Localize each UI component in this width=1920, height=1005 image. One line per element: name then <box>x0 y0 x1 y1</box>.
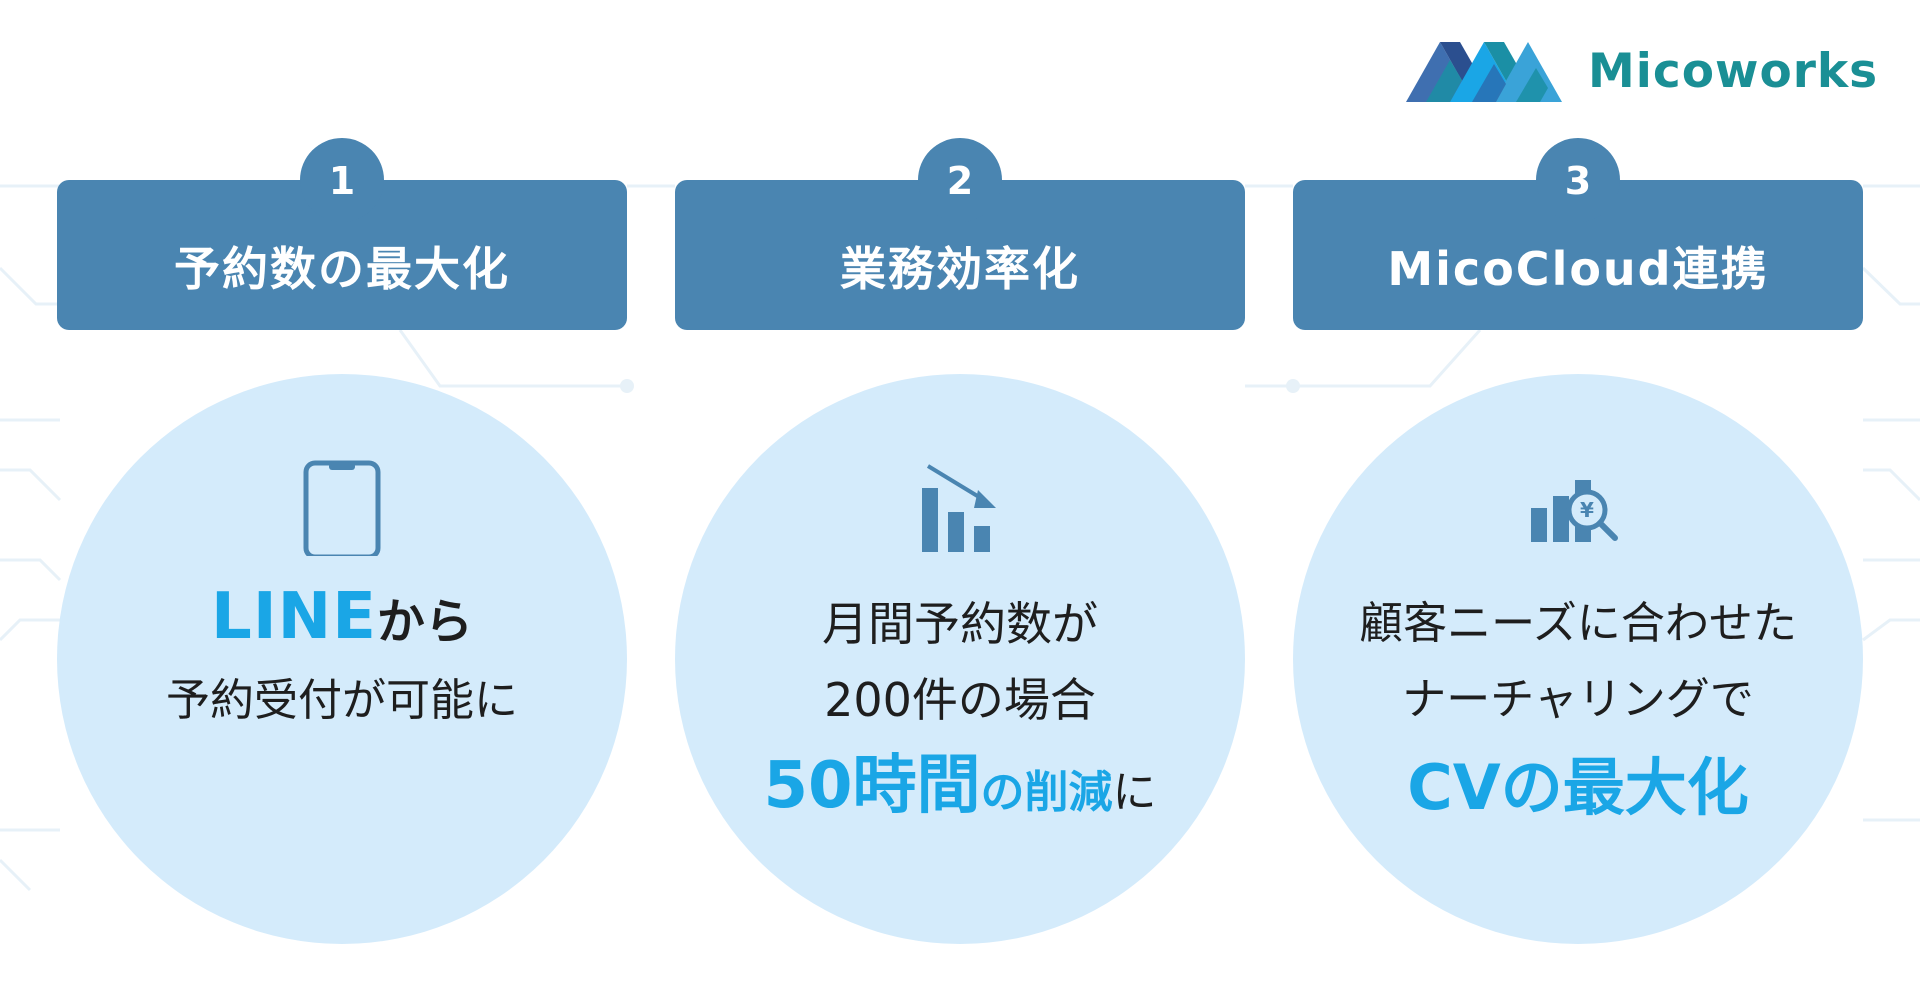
text-line: 顧客ニーズに合わせた <box>1359 598 1797 649</box>
feature-card-2: 業務効率化 2 月間予約数が 200件の場合 50時間の削減に <box>675 138 1245 948</box>
card-number-badge: 3 <box>1536 138 1620 222</box>
text-fragment: から <box>376 594 473 650</box>
text-line: 予約受付が可能に <box>166 675 518 726</box>
decreasing-bar-chart-icon <box>918 460 1002 556</box>
card-circle <box>1293 374 1863 944</box>
highlight-text: の削減 <box>980 767 1113 818</box>
micoworks-m-logo-icon <box>1406 42 1562 102</box>
card-number-badge: 1 <box>300 138 384 222</box>
card-number: 2 <box>946 159 974 203</box>
highlight-text: CVの最大化 <box>1407 751 1749 824</box>
card-header: 業務効率化 <box>675 180 1245 330</box>
card-text: 月間予約数が 200件の場合 50時間の削減に <box>675 586 1245 841</box>
card-text: LINEから 予約受付が可能に <box>57 578 627 741</box>
highlight-text: 50時間 <box>763 749 981 823</box>
text-line: ナーチャリングで <box>1402 674 1754 725</box>
smartphone-icon <box>303 460 381 556</box>
card-number-badge: 2 <box>918 138 1002 222</box>
card-title: 業務効率化 <box>840 242 1080 296</box>
card-text: 顧客ニーズに合わせた ナーチャリングで CVの最大化 <box>1293 586 1863 838</box>
highlight-text: LINE <box>211 580 377 654</box>
brand-logo[interactable]: Micoworks <box>1406 42 1878 102</box>
text-line: 月間予約数が <box>822 597 1098 651</box>
brand-name: Micoworks <box>1588 44 1879 99</box>
feature-card-3: MicoCloud連携 3 ¥ 顧客ニーズに合わせた ナーチャリングで CVの最… <box>1293 138 1863 948</box>
card-number: 3 <box>1564 159 1592 203</box>
card-circle <box>675 374 1245 944</box>
svg-text:¥: ¥ <box>1580 498 1594 522</box>
card-number: 1 <box>328 159 356 203</box>
text-line: 200件の場合 <box>824 673 1096 727</box>
card-title: 予約数の最大化 <box>174 242 510 296</box>
yen-bar-chart-search-icon: ¥ <box>1527 472 1623 548</box>
text-fragment: に <box>1112 767 1157 818</box>
card-title: MicoCloud連携 <box>1387 242 1769 296</box>
feature-card-1: 予約数の最大化 1 LINEから 予約受付が可能に <box>57 138 627 948</box>
